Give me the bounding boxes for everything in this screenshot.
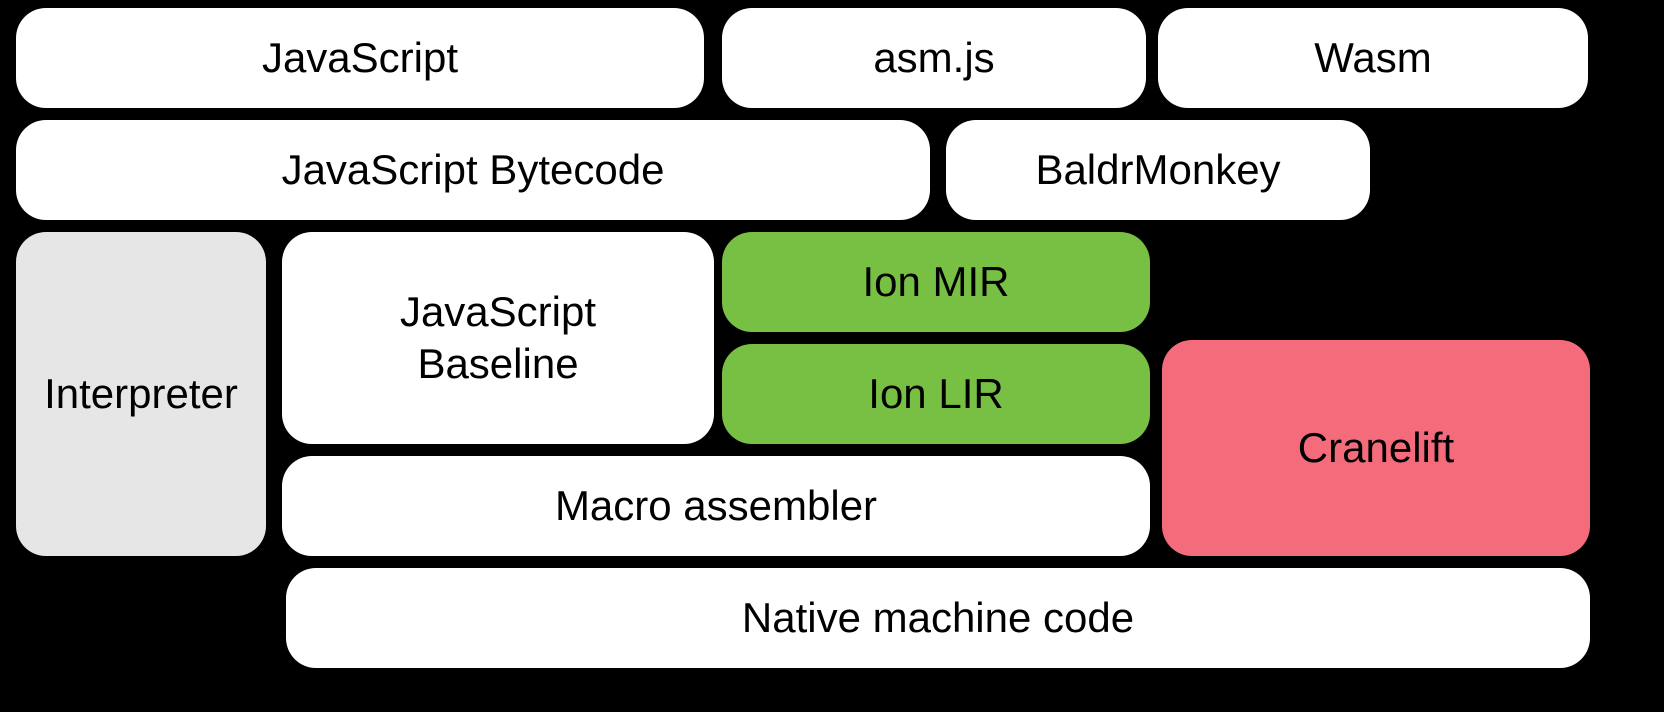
box-ion-mir-label: Ion MIR [862, 257, 1010, 305]
box-ion-lir-label: Ion LIR [868, 369, 1004, 417]
box-javascript-baseline: JavaScript Baseline [282, 232, 714, 444]
box-asmjs: asm.js [722, 8, 1146, 108]
box-macro-assembler-label: Macro assembler [554, 481, 878, 529]
box-baldrmonkey-label: BaldrMonkey [1035, 145, 1281, 193]
box-wasm: Wasm [1158, 8, 1588, 108]
box-cranelift: Cranelift [1162, 340, 1590, 556]
box-javascript-label: JavaScript [261, 33, 459, 81]
box-asmjs-label: asm.js [873, 33, 995, 81]
box-native-machine-code: Native machine code [286, 568, 1590, 668]
box-macro-assembler: Macro assembler [282, 456, 1150, 556]
box-javascript-bytecode-label: JavaScript Bytecode [281, 145, 665, 193]
box-baldrmonkey: BaldrMonkey [946, 120, 1370, 220]
box-interpreter-label: Interpreter [44, 369, 238, 417]
box-javascript: JavaScript [16, 8, 704, 108]
box-cranelift-label: Cranelift [1297, 423, 1455, 471]
box-ion-lir: Ion LIR [722, 344, 1150, 444]
box-interpreter: Interpreter [16, 232, 266, 556]
box-javascript-baseline-label: JavaScript Baseline [399, 287, 597, 388]
box-ion-mir: Ion MIR [722, 232, 1150, 332]
box-javascript-bytecode: JavaScript Bytecode [16, 120, 930, 220]
box-wasm-label: Wasm [1314, 33, 1432, 81]
box-native-machine-code-label: Native machine code [741, 593, 1135, 641]
